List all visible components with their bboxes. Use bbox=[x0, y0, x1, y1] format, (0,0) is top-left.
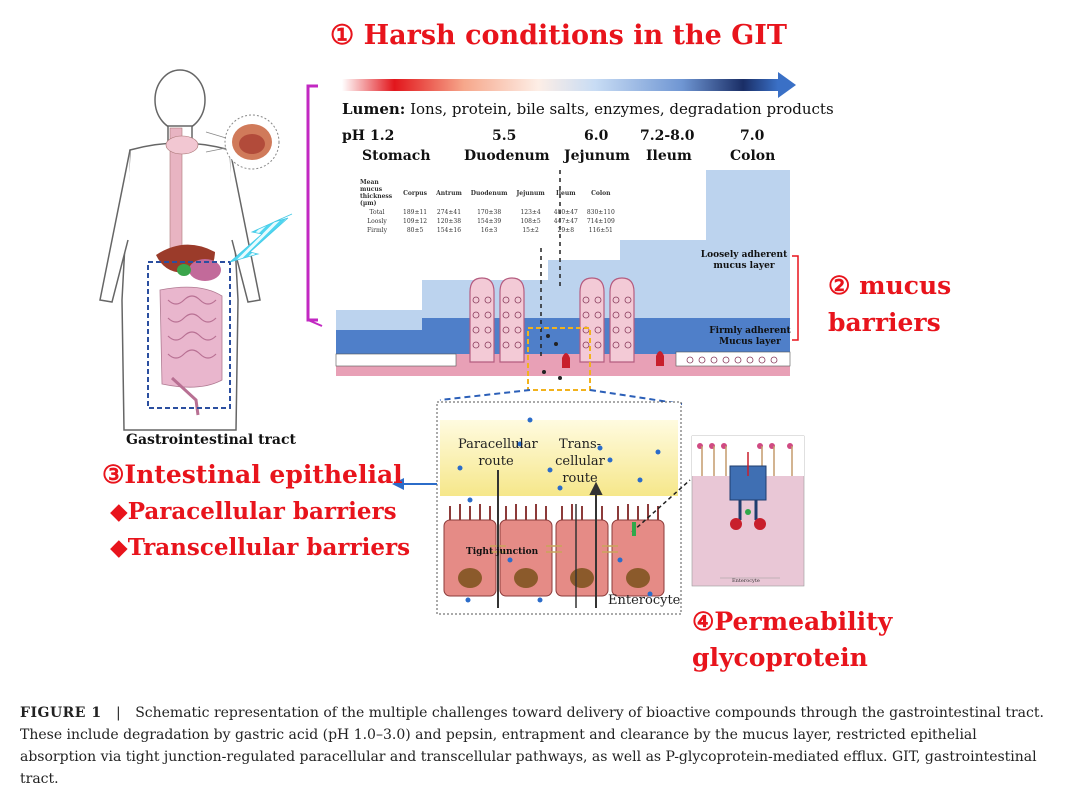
ph-stomach: 1.2 bbox=[370, 128, 395, 144]
ph-ileum: 7.2-8.0 bbox=[640, 128, 695, 144]
mucus-title-line1: ② mucus bbox=[828, 271, 952, 300]
table-cell: 15±2 bbox=[522, 227, 539, 234]
mucus-title-line2: barriers bbox=[828, 308, 941, 337]
paracellular-barriers-label: ◆Paracellular barriers bbox=[110, 498, 397, 525]
diagram-canvas bbox=[99, 69, 805, 615]
table-row: Loosly 109±12 120±38 154±39 108±5 447±47… bbox=[360, 217, 624, 226]
pgp-title-line2: glycoprotein bbox=[692, 643, 868, 672]
mouth-zoom-inset bbox=[205, 114, 280, 170]
segment-jejunum: Jejunum bbox=[564, 148, 630, 164]
table-header-row: Mean mucus thickness (µm) Corpus Antrum … bbox=[360, 178, 624, 208]
table-cell: 480±47 bbox=[553, 209, 578, 216]
table-cell: 116±51 bbox=[588, 227, 613, 234]
mucus-thickness-table: Mean mucus thickness (µm) Corpus Antrum … bbox=[360, 178, 624, 235]
segment-colon: Colon bbox=[730, 148, 776, 164]
table-cell: 714±109 bbox=[586, 218, 615, 225]
table-cell: 108±5 bbox=[520, 218, 541, 225]
segment-ileum: Ileum bbox=[646, 148, 692, 164]
lumen-bracket bbox=[306, 84, 318, 322]
table-header-cell: Corpus bbox=[403, 189, 427, 197]
table-header-cell: Jejunum bbox=[516, 189, 545, 197]
lumen-line: Lumen: Ions, protein, bile salts, enzyme… bbox=[342, 100, 834, 118]
tight-junction-label: Tight junction bbox=[466, 547, 539, 557]
ph-colon: 7.0 bbox=[740, 128, 765, 144]
table-cell: 830±110 bbox=[586, 209, 615, 216]
table-cell: 120±38 bbox=[436, 218, 462, 225]
transcellular-barriers-label: ◆Transcellular barriers bbox=[110, 534, 411, 561]
ph-duodenum: 5.5 bbox=[492, 128, 517, 144]
caption-figure-label: FIGURE 1 bbox=[20, 705, 102, 721]
abdomen-highlight-box bbox=[147, 261, 231, 409]
table-cell: 29±8 bbox=[557, 227, 575, 234]
table-cell: Firmly bbox=[367, 227, 387, 234]
mucus-barriers-title: ② mucus barriers bbox=[828, 267, 951, 341]
gastrointestinal-tract-label: Gastrointestinal tract bbox=[126, 432, 296, 448]
permeability-glycoprotein-title: ④Permeability glycoprotein bbox=[692, 604, 892, 676]
table-row: Firmly 80±5 154±16 16±3 15±2 29±8 116±51 bbox=[360, 226, 624, 235]
firm-mucus-label: Firmly adherent Mucus layer bbox=[709, 326, 791, 347]
table-cell: 154±16 bbox=[436, 227, 462, 234]
table-cell: 189±11 bbox=[403, 209, 428, 216]
ph-label: pH bbox=[342, 128, 366, 144]
table-cell: 16±3 bbox=[480, 227, 498, 234]
harsh-conditions-title: ① Harsh conditions in the GIT bbox=[330, 20, 787, 51]
lumen-label: Lumen: bbox=[342, 100, 406, 118]
table-cell: 170±38 bbox=[477, 209, 502, 216]
table-cell: 154±39 bbox=[477, 218, 502, 225]
p-glycoprotein-inset bbox=[691, 435, 805, 587]
table-cell: 80±5 bbox=[406, 227, 424, 234]
intestinal-arrow bbox=[392, 478, 437, 490]
table-cell: 123±4 bbox=[520, 209, 541, 216]
table-cell: Loosly bbox=[367, 218, 387, 225]
table-header-cell: Antrum bbox=[436, 189, 462, 197]
digestive-organs bbox=[156, 127, 223, 416]
intestinal-epithelial-title: ③Intestinal epithelial bbox=[102, 460, 403, 489]
table-header-cell: Ileum bbox=[555, 189, 576, 197]
pgp-title-line1: ④Permeability bbox=[692, 607, 893, 636]
mucus-layer-panel bbox=[335, 170, 799, 391]
segment-stomach: Stomach bbox=[362, 148, 431, 164]
paracellular-route-label: Paracellular route bbox=[458, 437, 538, 469]
table-header-cell: Mean mucus thickness (µm) bbox=[360, 179, 393, 207]
zoom-lines bbox=[439, 389, 683, 405]
caption-separator: | bbox=[116, 705, 121, 721]
table-row: Total 189±11 274±41 170±38 123±4 480±47 … bbox=[360, 208, 624, 217]
table-cell: 274±41 bbox=[436, 209, 462, 216]
table-cell: 447±47 bbox=[553, 218, 578, 225]
caption-text: Schematic representation of the multiple… bbox=[20, 705, 1044, 787]
pgp-enterocyte-label: Enterocyte bbox=[732, 578, 760, 584]
zoom-connector-arrow bbox=[229, 213, 293, 263]
ph-jejunum: 6.0 bbox=[584, 128, 609, 144]
enterocyte-label: Enterocyte bbox=[608, 593, 681, 608]
epithelium-zoom-panel bbox=[436, 401, 691, 615]
table-header-cell: Duodenum bbox=[470, 189, 508, 197]
segment-duodenum: Duodenum bbox=[464, 148, 550, 164]
loose-mucus-label: Loosely adherent mucus layer bbox=[700, 250, 788, 271]
ph-gradient-arrow bbox=[342, 72, 796, 98]
table-cell: Total bbox=[369, 209, 385, 216]
table-cell: 109±12 bbox=[403, 218, 428, 225]
figure-caption: FIGURE 1 | Schematic representation of t… bbox=[20, 702, 1050, 790]
table-header-cell: Colon bbox=[591, 189, 611, 197]
lumen-text: Ions, protein, bile salts, enzymes, degr… bbox=[405, 100, 834, 118]
transcellular-route-label: Trans-cellular route bbox=[555, 437, 605, 486]
